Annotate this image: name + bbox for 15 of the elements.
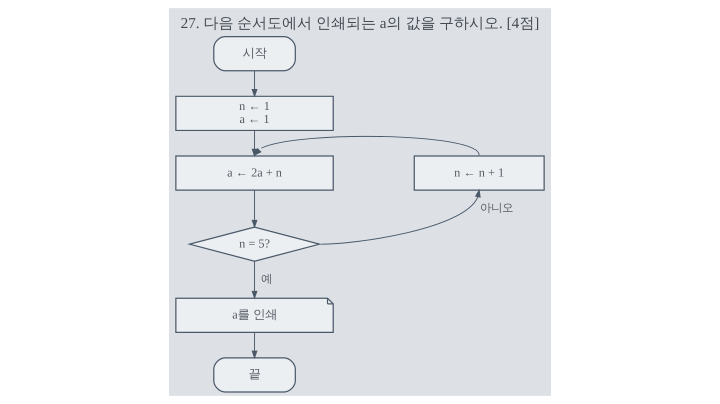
node-diamond: n = 5? <box>187 226 322 262</box>
arrow <box>320 188 481 245</box>
node-box: a ← 2a + n <box>175 155 334 191</box>
node-box: n ← n + 1 <box>414 155 545 191</box>
edge-label: 예 <box>260 274 272 286</box>
node-box: n ← 1 a ← 1 <box>175 96 334 132</box>
node-box: 끝 <box>213 357 296 393</box>
arrow <box>254 136 480 156</box>
arrow <box>252 332 258 360</box>
edge-label: 아니오 <box>480 202 514 215</box>
arrow <box>252 190 258 228</box>
node-box: 시작 <box>213 36 296 72</box>
arrow <box>252 70 258 98</box>
diagram-title: 27. 다음 순서도에서 인쇄되는 a의 값을 구하시오. [4점] <box>180 14 540 32</box>
arrow <box>252 261 258 300</box>
